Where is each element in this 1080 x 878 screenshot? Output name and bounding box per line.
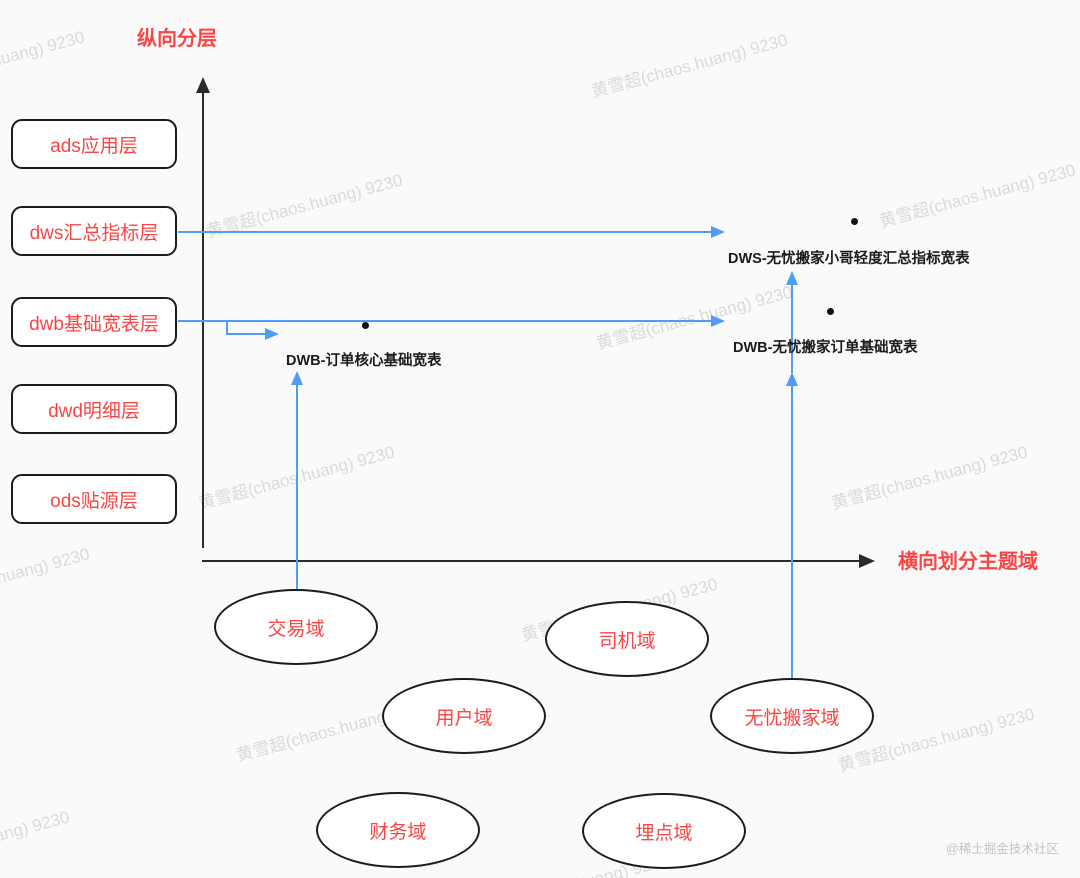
data-point-dot: [851, 218, 858, 225]
watermark-text: 黄雪超(chaos.huang) 9230: [0, 807, 72, 878]
data-point-dot: [362, 322, 369, 329]
layer-box-ods: ods贴源层: [11, 474, 177, 524]
domain-ellipse-tracking: 埋点域: [582, 793, 746, 869]
domain-ellipse-finance: 财务域: [316, 792, 480, 868]
layer-box-dws: dws汇总指标层: [11, 206, 177, 256]
watermark-text: 黄雪超(chaos.huang) 9230: [0, 544, 92, 616]
layer-box-dwd: dwd明细层: [11, 384, 177, 434]
domain-ellipse-trade: 交易域: [214, 589, 378, 665]
domain-ellipse-driver: 司机域: [545, 601, 709, 677]
data-point-dot: [827, 308, 834, 315]
watermark-text: 黄雪超(chaos.huang) 9230: [877, 160, 1078, 232]
table-label-dwb-wuyou: DWB-无忧搬家订单基础宽表: [733, 340, 918, 356]
watermark-text: 黄雪超(chaos.huang) 9230: [589, 30, 790, 102]
x-axis-title: 横向划分主题域: [898, 551, 1038, 573]
watermark-text: 黄雪超(chaos.huang) 9230: [0, 27, 87, 99]
community-credit: @稀土掘金技术社区: [946, 842, 1059, 856]
domain-ellipse-user: 用户域: [382, 678, 546, 754]
watermark-text: 黄雪超(chaos.huang) 9230: [829, 442, 1030, 514]
table-label-dwb-core: DWB-订单核心基础宽表: [286, 353, 442, 369]
layer-box-dwb: dwb基础宽表层: [11, 297, 177, 347]
watermark-text: 黄雪超(chaos.huang) 9230: [204, 170, 405, 242]
table-label-dws-summary: DWS-无忧搬家小哥轻度汇总指标宽表: [728, 251, 970, 267]
y-axis-title: 纵向分层: [137, 28, 217, 50]
watermark-text: 黄雪超(chaos.huang) 9230: [196, 442, 397, 514]
domain-ellipse-wuyou: 无忧搬家域: [710, 678, 874, 754]
layer-box-ads: ads应用层: [11, 119, 177, 169]
arrow-dwb-layer-to-dwb-core-table: [226, 322, 279, 340]
